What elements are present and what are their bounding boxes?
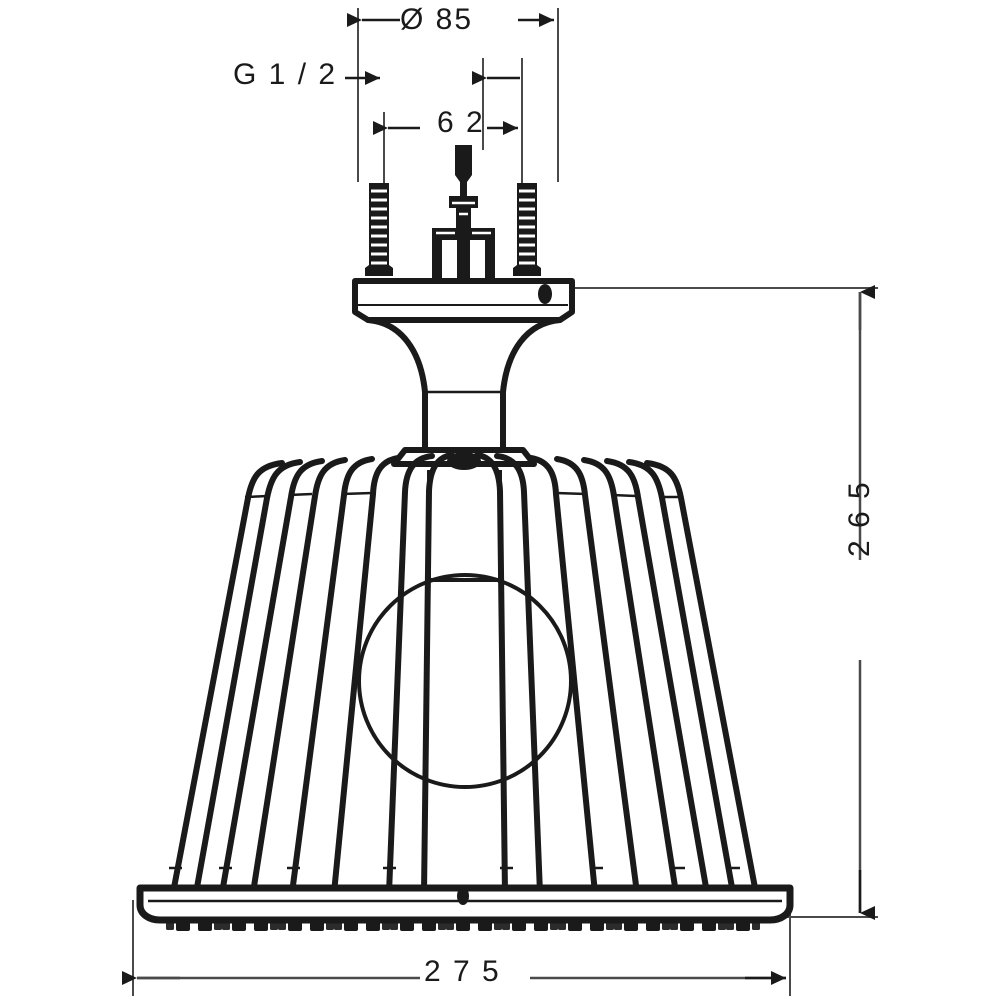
dimension-label-width-bottom: 2 7 5: [424, 955, 501, 988]
dimension-arrows: [122, 13, 875, 985]
shower-head-drawing: [136, 145, 794, 931]
cage-rib-ferrules: [169, 491, 740, 870]
inner-body-circle: [357, 573, 573, 789]
cage-rib: [604, 458, 710, 896]
spray-base-plate: [136, 884, 794, 924]
threaded-stud-left: [365, 183, 393, 276]
cage-rib: [386, 453, 435, 896]
dimension-label-inner-spacing: 6 2: [437, 106, 485, 139]
nozzle-row: [176, 920, 750, 931]
cage-rib: [193, 459, 303, 896]
connector-highlights: [436, 201, 491, 235]
cage-ribs: [170, 452, 759, 896]
cage-rib: [528, 455, 598, 896]
dimension-label-height: 2 6 5: [843, 480, 876, 557]
central-connector: [432, 145, 495, 280]
cage-rib: [219, 458, 325, 896]
cage-rib: [494, 453, 543, 896]
flange-screw-hole: [538, 284, 552, 304]
neck-column: [365, 317, 563, 453]
dimension-label-thread: G 1 / 2: [233, 58, 338, 91]
base-plate-pin: [457, 887, 469, 905]
cage-rib: [331, 455, 401, 896]
cage-rib: [250, 457, 348, 896]
threaded-stud-right: [513, 183, 541, 276]
mounting-flange: [352, 278, 575, 323]
hub-cap: [447, 452, 481, 470]
spray-nozzles: [166, 920, 760, 931]
nozzle-row: [166, 921, 760, 930]
dimension-label-diameter-top: Ø 85: [400, 3, 474, 36]
inner-spray-body: [357, 470, 573, 789]
